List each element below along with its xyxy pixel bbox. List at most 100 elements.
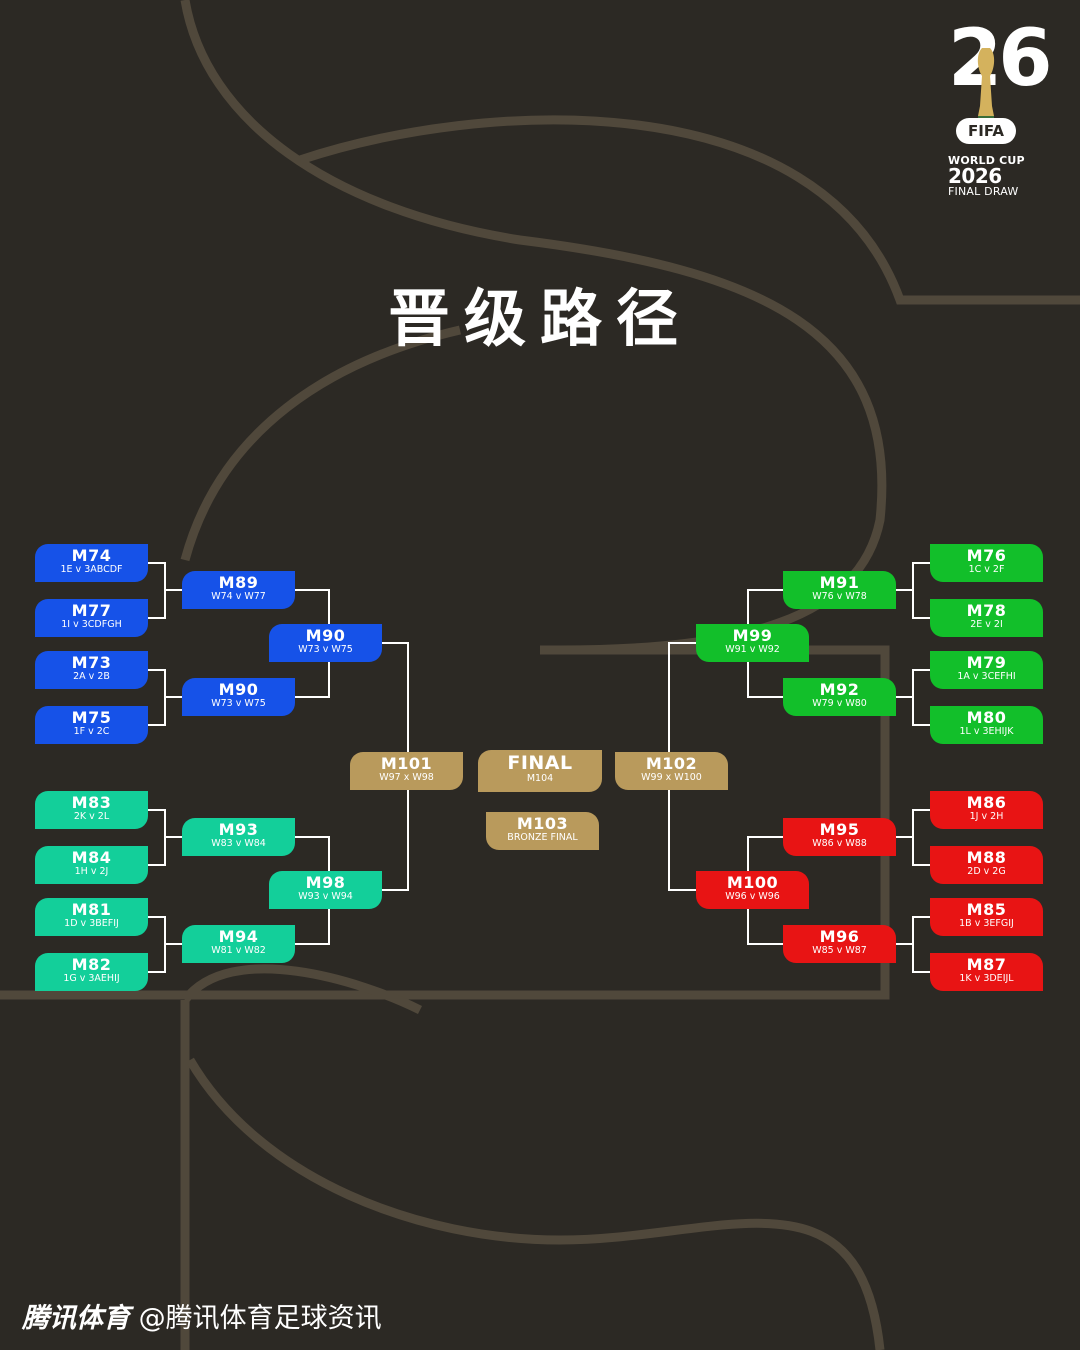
match-m78[interactable]: M78 2E v 2I xyxy=(930,599,1043,637)
match-m74[interactable]: M74 1E v 3ABCDF xyxy=(35,544,148,582)
match-teams: 1B v 3EFGIJ xyxy=(959,918,1014,929)
match-m89[interactable]: M89 W74 v W77 xyxy=(182,571,295,609)
match-teams: W79 v W80 xyxy=(812,698,867,709)
page-title: 晋级路径 xyxy=(387,282,692,355)
match-teams: 1C v 2F xyxy=(968,564,1005,575)
match-teams: 1I v 3CDFGH xyxy=(61,619,122,630)
fifa-badge xyxy=(956,118,1016,144)
match-code: M102 xyxy=(645,754,698,773)
match-m84[interactable]: M84 1H v 2J xyxy=(35,846,148,884)
match-teams: 1H v 2J xyxy=(74,866,109,877)
match-code: M93 xyxy=(218,820,259,839)
match-code: FINAL xyxy=(507,752,573,774)
match-code: M95 xyxy=(819,820,860,839)
match-teams: W74 v W77 xyxy=(211,591,266,602)
fifa-text: FIFA xyxy=(968,122,1004,140)
match-code: M81 xyxy=(71,900,112,919)
match-m90-lower[interactable]: M90 W73 v W75 xyxy=(182,678,295,716)
logo-final-draw: FINAL DRAW xyxy=(948,185,1019,198)
match-teams: 1A v 3CEFHI xyxy=(957,671,1016,682)
match-teams: BRONZE FINAL xyxy=(507,832,578,843)
match-teams: 2E v 2I xyxy=(970,619,1003,630)
match-code: M89 xyxy=(218,573,259,592)
match-code: M91 xyxy=(819,573,860,592)
match-m100[interactable]: M100 W96 v W96 xyxy=(696,871,809,909)
footer-handle: @腾讯体育足球资讯 xyxy=(138,1303,382,1334)
footer-brand: 腾讯体育 xyxy=(22,1303,130,1334)
match-code: M88 xyxy=(966,848,1007,867)
match-m96[interactable]: M96 W85 v W87 xyxy=(783,925,896,963)
footer-credit: 腾讯体育 @腾讯体育足球资讯 xyxy=(22,1296,382,1335)
match-m79[interactable]: M79 1A v 3CEFHI xyxy=(930,651,1043,689)
match-m83[interactable]: M83 2K v 2L xyxy=(35,791,148,829)
match-m102[interactable]: M102 W99 x W100 xyxy=(615,752,728,790)
match-teams: W97 x W98 xyxy=(379,772,434,783)
match-code: M82 xyxy=(71,955,112,974)
match-m76[interactable]: M76 1C v 2F xyxy=(930,544,1043,582)
match-m80[interactable]: M80 1L v 3EHIJK xyxy=(930,706,1043,744)
match-teams: 1K v 3DEIJL xyxy=(959,973,1014,984)
match-m94[interactable]: M94 W81 v W82 xyxy=(182,925,295,963)
match-m101[interactable]: M101 W97 x W98 xyxy=(350,752,463,790)
match-teams: 1J v 2H xyxy=(969,811,1004,822)
match-code: M96 xyxy=(819,927,860,946)
match-m82[interactable]: M82 1G v 3AEHIJ xyxy=(35,953,148,991)
match-teams: M104 xyxy=(526,773,554,784)
match-teams: W81 v W82 xyxy=(211,945,266,956)
match-m86[interactable]: M86 1J v 2H xyxy=(930,791,1043,829)
match-m92[interactable]: M92 W79 v W80 xyxy=(783,678,896,716)
match-code: M76 xyxy=(966,546,1007,565)
match-m90-upper[interactable]: M90 W73 v W75 xyxy=(269,624,382,662)
match-code: M80 xyxy=(966,708,1007,727)
match-code: M90 xyxy=(218,680,259,699)
match-teams: 1L v 3EHIJK xyxy=(959,726,1014,737)
match-code: M90 xyxy=(305,626,346,645)
match-m85[interactable]: M85 1B v 3EFGIJ xyxy=(930,898,1043,936)
match-teams: 2K v 2L xyxy=(73,811,110,822)
match-m98[interactable]: M98 W93 v W94 xyxy=(269,871,382,909)
match-teams: W83 v W84 xyxy=(211,838,266,849)
match-m77[interactable]: M77 1I v 3CDFGH xyxy=(35,599,148,637)
match-teams: W73 v W75 xyxy=(298,644,353,655)
match-m103[interactable]: M103 BRONZE FINAL xyxy=(486,812,599,850)
match-teams: 1F v 2C xyxy=(73,726,110,737)
logo-world-cup: WORLD CUP xyxy=(948,154,1025,167)
match-teams: W73 v W75 xyxy=(211,698,266,709)
match-m73[interactable]: M73 2A v 2B xyxy=(35,651,148,689)
match-m99[interactable]: M99 W91 v W92 xyxy=(696,624,809,662)
match-m81[interactable]: M81 1D v 3BEFIJ xyxy=(35,898,148,936)
match-code: M101 xyxy=(380,754,433,773)
match-code: M92 xyxy=(819,680,860,699)
match-code: M100 xyxy=(726,873,779,892)
match-m95[interactable]: M95 W86 v W88 xyxy=(783,818,896,856)
match-teams: 2D v 2G xyxy=(967,866,1006,877)
match-teams: W85 v W87 xyxy=(812,945,867,956)
match-code: M99 xyxy=(732,626,773,645)
match-m91[interactable]: M91 W76 v W78 xyxy=(783,571,896,609)
match-code: M78 xyxy=(966,601,1007,620)
logo-year: 2026 xyxy=(948,164,1002,188)
match-m88[interactable]: M88 2D v 2G xyxy=(930,846,1043,884)
match-code: M83 xyxy=(71,793,112,812)
match-m87[interactable]: M87 1K v 3DEIJL xyxy=(930,953,1043,991)
match-m93[interactable]: M93 W83 v W84 xyxy=(182,818,295,856)
match-code: M84 xyxy=(71,848,112,867)
match-teams: 1E v 3ABCDF xyxy=(60,564,123,575)
match-final[interactable]: FINAL M104 xyxy=(478,750,602,792)
match-code: M79 xyxy=(966,653,1007,672)
match-code: M98 xyxy=(305,873,346,892)
match-code: M86 xyxy=(966,793,1007,812)
match-teams: W99 x W100 xyxy=(641,772,702,783)
match-teams: W96 v W96 xyxy=(725,891,780,902)
match-code: M103 xyxy=(516,814,569,833)
match-teams: 2A v 2B xyxy=(73,671,110,682)
match-m75[interactable]: M75 1F v 2C xyxy=(35,706,148,744)
match-code: M75 xyxy=(71,708,112,727)
match-teams: W91 v W92 xyxy=(725,644,780,655)
match-code: M85 xyxy=(966,900,1007,919)
match-code: M94 xyxy=(218,927,259,946)
match-teams: W93 v W94 xyxy=(298,891,353,902)
match-teams: 1D v 3BEFIJ xyxy=(64,918,119,929)
